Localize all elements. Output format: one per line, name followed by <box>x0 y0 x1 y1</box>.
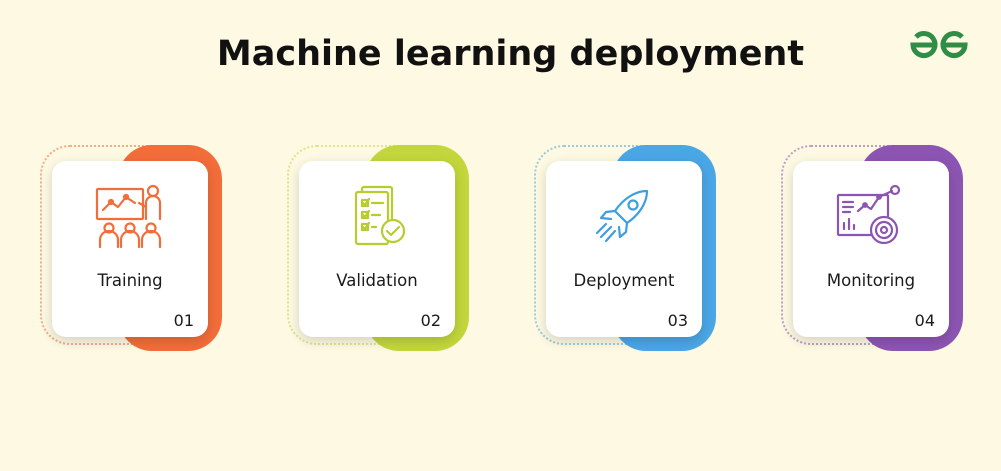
step-number: 03 <box>667 311 688 330</box>
step-number: 04 <box>914 311 935 330</box>
step-card: Training 01 <box>52 161 208 337</box>
monitoring-dashboard-icon <box>836 184 901 245</box>
step-card: Monitoring 04 <box>793 161 949 337</box>
step-card: Deployment 03 <box>546 161 702 337</box>
rocket-icon <box>595 189 649 243</box>
step-training: Training 01 <box>40 145 230 355</box>
step-deployment: Deployment 03 <box>534 145 724 355</box>
step-label: Training <box>97 271 163 290</box>
step-monitoring: Monitoring 04 <box>781 145 971 355</box>
step-number: 01 <box>173 311 194 330</box>
step-label: Deployment <box>573 271 675 290</box>
page-title: Machine learning deployment <box>216 34 805 74</box>
gfg-logo-icon <box>910 31 968 59</box>
step-label: Validation <box>336 271 418 290</box>
step-number: 02 <box>420 311 441 330</box>
step-label: Monitoring <box>826 271 916 290</box>
checklist-icon <box>354 185 406 246</box>
step-card: Validation 02 <box>299 161 455 337</box>
training-presentation-icon <box>95 184 162 249</box>
step-validation: Validation 02 <box>287 145 477 355</box>
